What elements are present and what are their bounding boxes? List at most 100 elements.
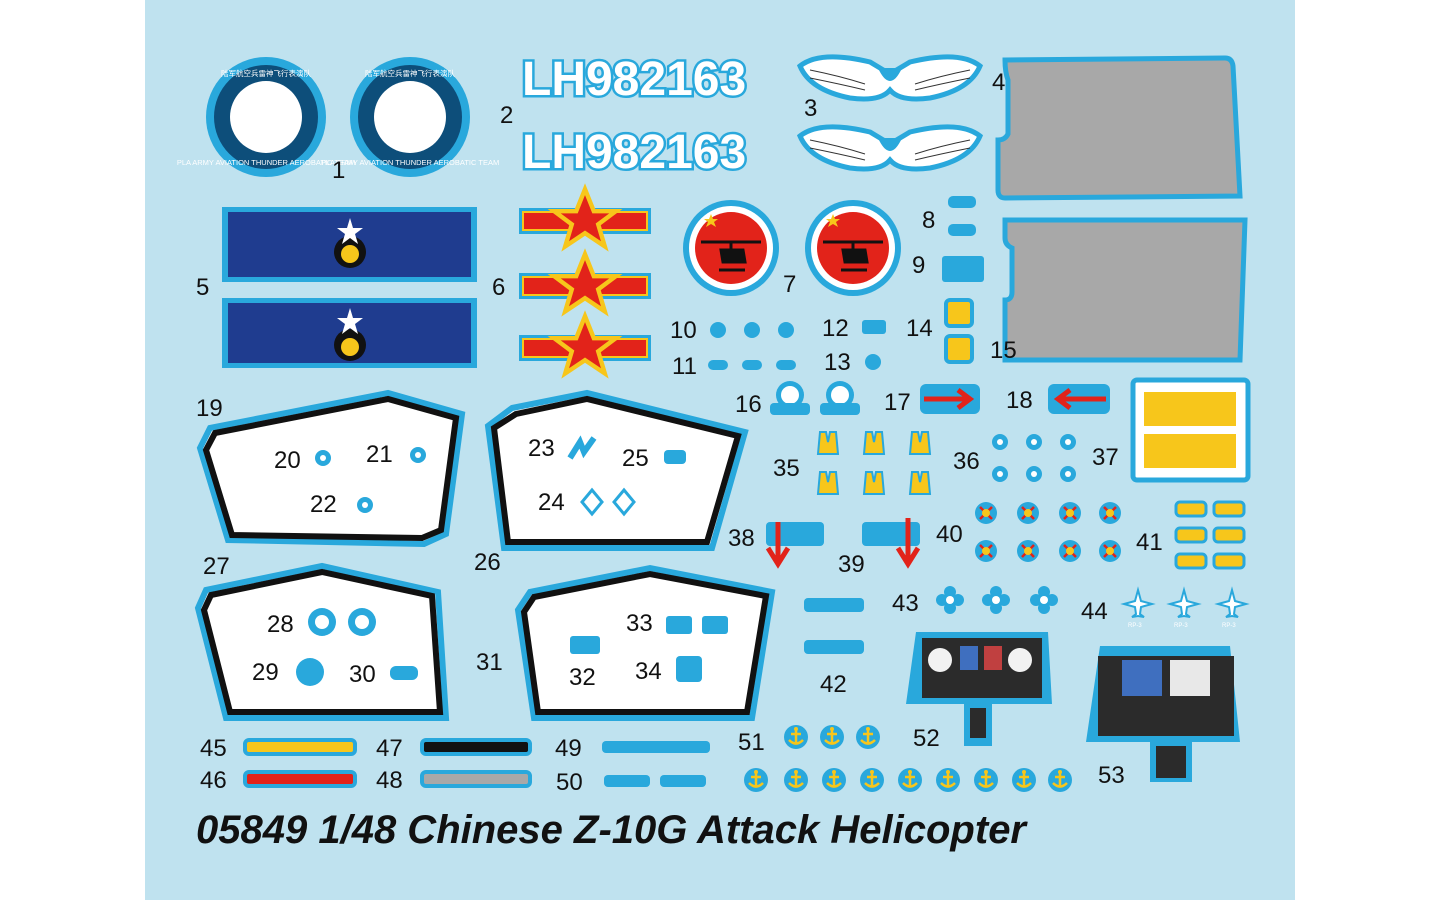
label-2: 2 xyxy=(500,102,513,129)
label-32: 32 xyxy=(569,664,596,691)
rp3-label: RP-3 xyxy=(1222,623,1236,629)
label-18: 18 xyxy=(1006,387,1033,414)
window-frame-27 xyxy=(194,562,450,721)
label-42: 42 xyxy=(820,671,847,698)
helicopter-roundel-1 xyxy=(683,200,779,296)
red-arrow-left xyxy=(1048,384,1110,414)
decal-33a-icon xyxy=(666,616,692,634)
team-roundel-1: 陆军航空兵雷神飞行表演队 PLA ARMY AVIATION THUNDER A… xyxy=(177,57,355,177)
decal-33b-icon xyxy=(702,616,728,634)
label-29: 29 xyxy=(252,659,279,686)
label-40: 40 xyxy=(936,521,963,548)
instrument-panel-53 xyxy=(1086,646,1240,782)
registration-number-1: LH982163 xyxy=(522,53,746,106)
label-26: 26 xyxy=(474,549,501,576)
roundel-ring-text-cn: 陆军航空兵雷神飞行表演队 xyxy=(365,68,455,78)
label-37: 37 xyxy=(1092,444,1119,471)
decal-42a xyxy=(804,598,864,612)
label-45: 45 xyxy=(200,735,227,762)
label-33: 33 xyxy=(626,610,653,637)
sheet-title: 05849 1/48 Chinese Z-10G Attack Helicopt… xyxy=(196,808,1028,852)
grey-panel-4 xyxy=(995,55,1243,201)
label-51: 51 xyxy=(738,729,765,756)
decal-42b xyxy=(804,640,864,654)
label-22: 22 xyxy=(310,491,337,518)
label-36: 36 xyxy=(953,448,980,475)
label-10: 10 xyxy=(670,317,697,344)
roundel-ring-text: PLA ARMY AVIATION THUNDER AEROBATIC TEAM xyxy=(321,158,499,167)
blue-banner-2 xyxy=(222,298,477,368)
instrument-panel-52 xyxy=(906,632,1052,746)
rp3-label: RP-3 xyxy=(1174,623,1188,629)
decal-30-icon xyxy=(390,666,418,680)
label-24: 24 xyxy=(538,489,565,516)
decal-20-icon xyxy=(315,450,331,466)
decal-34-icon xyxy=(676,656,702,682)
yellow-panels-37 xyxy=(1130,377,1251,483)
label-46: 46 xyxy=(200,767,227,794)
decal-24b-icon xyxy=(612,487,636,517)
decal-25-icon xyxy=(664,450,686,464)
label-53: 53 xyxy=(1098,762,1125,789)
pla-insignia-2 xyxy=(519,254,651,311)
label-9: 9 xyxy=(912,252,925,279)
label-31: 31 xyxy=(476,649,503,676)
label-13: 13 xyxy=(824,349,851,376)
small-decals-10-13 xyxy=(708,320,886,370)
registration-number-2: LH982163 xyxy=(522,126,746,179)
decal-16 xyxy=(770,381,860,415)
decal-41 xyxy=(1174,500,1246,570)
label-30: 30 xyxy=(349,661,376,688)
label-21: 21 xyxy=(366,441,393,468)
grey-panel-15 xyxy=(1002,217,1248,363)
decal-21-icon xyxy=(410,447,426,463)
decal-44-1: RP-3 xyxy=(1123,589,1153,629)
label-44: 44 xyxy=(1081,598,1108,625)
label-41: 41 xyxy=(1136,529,1163,556)
label-34: 34 xyxy=(635,658,662,685)
roundel-ring-text-cn: 陆军航空兵雷神飞行表演队 xyxy=(221,68,311,78)
label-8: 8 xyxy=(922,207,935,234)
decal-44-2: RP-3 xyxy=(1169,589,1199,629)
label-16: 16 xyxy=(735,391,762,418)
label-11: 11 xyxy=(672,353,697,380)
decal-43 xyxy=(936,586,1058,614)
blue-banner-1 xyxy=(222,207,477,282)
label-7: 7 xyxy=(783,271,796,298)
decal-32-icon xyxy=(570,636,600,654)
pla-insignia-3 xyxy=(519,316,651,373)
decal-14b xyxy=(944,334,974,364)
label-6: 6 xyxy=(492,274,505,301)
decal-24a-icon xyxy=(580,487,604,517)
label-5: 5 xyxy=(196,274,209,301)
decal-22-icon xyxy=(357,497,373,513)
label-27: 27 xyxy=(203,553,230,580)
label-12: 12 xyxy=(822,315,849,342)
window-frame-26 xyxy=(484,389,749,551)
label-1: 1 xyxy=(332,157,345,184)
decal-23-icon xyxy=(567,435,597,460)
decal-14a xyxy=(944,298,974,328)
label-39: 39 xyxy=(838,551,865,578)
label-14: 14 xyxy=(906,315,933,342)
decal-29-icon xyxy=(296,658,324,686)
label-17: 17 xyxy=(884,389,911,416)
label-15: 15 xyxy=(990,337,1017,364)
stripes xyxy=(243,738,710,788)
label-35: 35 xyxy=(773,455,800,482)
decal-8a xyxy=(948,196,976,208)
decal-9 xyxy=(942,256,984,282)
label-43: 43 xyxy=(892,590,919,617)
team-roundel-2: 陆军航空兵雷神飞行表演队 PLA ARMY AVIATION THUNDER A… xyxy=(321,57,499,177)
label-38: 38 xyxy=(728,525,755,552)
label-48: 48 xyxy=(376,767,403,794)
rp3-label: RP-3 xyxy=(1128,623,1142,629)
label-4: 4 xyxy=(992,69,1005,96)
pla-insignia-1 xyxy=(519,189,651,246)
decal-44-3: RP-3 xyxy=(1217,589,1247,629)
label-28: 28 xyxy=(267,611,294,638)
label-20: 20 xyxy=(274,447,301,474)
label-47: 47 xyxy=(376,735,403,762)
red-arrow-down-39 xyxy=(862,518,921,569)
